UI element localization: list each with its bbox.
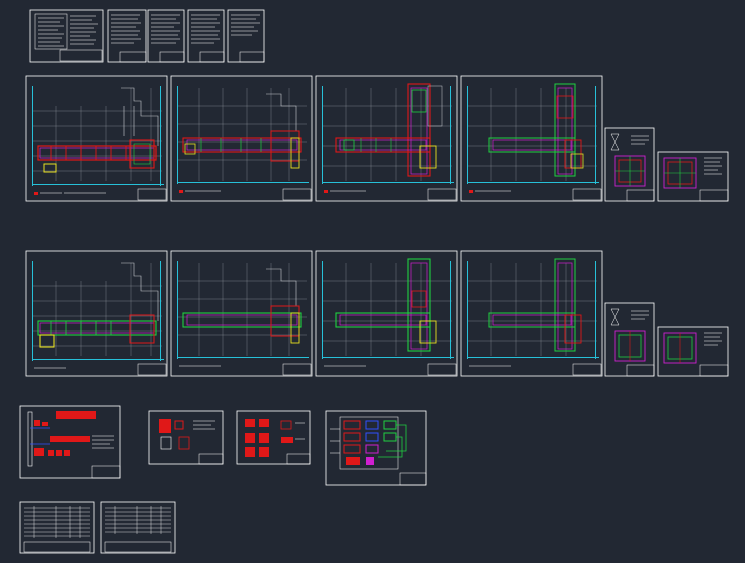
floor-plan-sheet[interactable] [460, 75, 603, 202]
notes-sheet[interactable] [187, 9, 225, 63]
floor-plan-sheet[interactable] [315, 75, 458, 202]
floor-plans-row-1 [25, 75, 729, 202]
notes-sheet[interactable] [147, 9, 185, 63]
specification-sheet[interactable] [19, 501, 95, 554]
detail-sheet[interactable] [657, 326, 729, 377]
schematic-sheet[interactable] [236, 410, 311, 465]
floor-plan-sheet[interactable] [25, 250, 168, 377]
floor-plan-sheet[interactable] [460, 250, 603, 377]
detail-sheet[interactable] [604, 302, 655, 377]
floor-plans-row-2 [25, 250, 729, 377]
notes-sheets [29, 9, 265, 63]
schematic-sheet[interactable] [325, 410, 427, 486]
detail-sheet[interactable] [604, 127, 655, 202]
detail-sheet[interactable] [657, 151, 729, 202]
notes-sheet[interactable] [227, 9, 265, 63]
floor-plan-sheet[interactable] [170, 75, 313, 202]
floor-plan-sheet[interactable] [25, 75, 168, 202]
schematic-sheet[interactable] [19, 405, 121, 479]
schematic-sheet[interactable] [148, 410, 224, 465]
notes-sheet[interactable] [107, 9, 147, 63]
specification-sheets [19, 501, 176, 554]
floor-plan-sheet[interactable] [315, 250, 458, 377]
notes-sheet[interactable] [29, 9, 104, 63]
schematic-sheets [19, 405, 427, 486]
floor-plan-sheet[interactable] [170, 250, 313, 377]
specification-sheet[interactable] [100, 501, 176, 554]
